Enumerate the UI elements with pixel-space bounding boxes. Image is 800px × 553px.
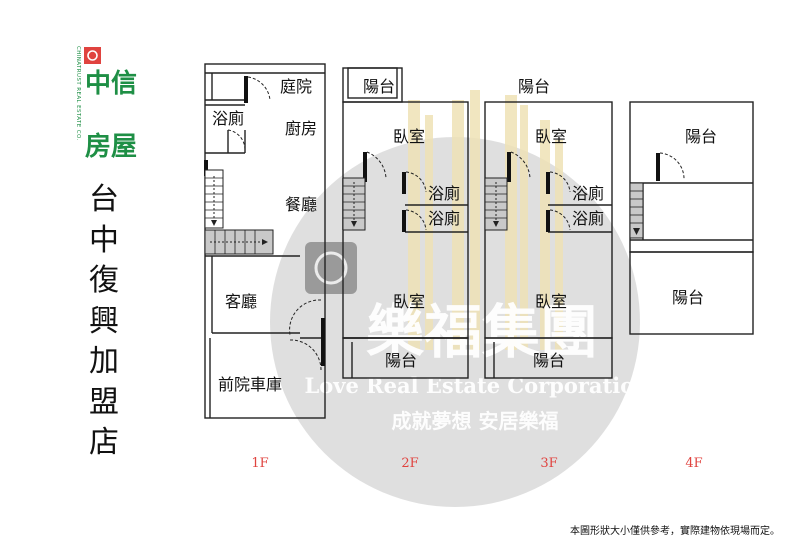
- f3-balcony-top-label: 陽台: [518, 77, 550, 96]
- watermark-chinese: 樂福集團: [366, 298, 598, 366]
- f4-balcony-top-label: 陽台: [685, 127, 717, 146]
- floor-labels: 1F 2F 3F 4F: [251, 456, 702, 471]
- store-char: 復: [89, 263, 119, 298]
- room-labels: 庭院 浴廁 廚房 餐廳 客廳 前院車庫 陽台 臥室 浴廁 浴廁 臥室 陽台 臥室…: [212, 77, 717, 394]
- brand-english: CHINATRUST REAL ESTATE CO.: [75, 46, 81, 141]
- stairs: [204, 169, 644, 255]
- brand-logo: 中信 房屋 CHINATRUST REAL ESTATE CO.: [75, 46, 137, 162]
- f4-balcony-bottom-label: 陽台: [672, 288, 704, 307]
- f1-courtyard-label: 庭院: [280, 77, 312, 96]
- door-swings: [227, 76, 685, 371]
- thick-walls: [204, 76, 660, 366]
- f1-stair-horizontal: [204, 229, 274, 255]
- store-char: 興: [89, 303, 119, 339]
- f2-bedroom-top-label: 臥室: [393, 127, 425, 146]
- f3-stair: [484, 177, 508, 231]
- store-char: 店: [89, 425, 119, 460]
- floor-label-4f: 4F: [685, 456, 702, 471]
- store-char: 加: [89, 344, 119, 379]
- brand-name-1: 中信: [85, 69, 137, 99]
- f3-bath1-label: 浴廁: [572, 184, 604, 203]
- f3-bedroom-bottom-label: 臥室: [535, 292, 567, 311]
- f1-living-label: 客廳: [225, 292, 257, 311]
- f3-balcony-bottom-label: 陽台: [533, 351, 565, 370]
- disclaimer-note: 本圖形狀大小僅供參考，實際建物依現場而定。: [570, 526, 780, 537]
- store-name: 台 中 復 興 加 盟 店: [80, 180, 128, 464]
- f2-balcony-bottom-label: 陽台: [385, 351, 417, 370]
- watermark-english: Love Real Estate Corporation: [305, 373, 650, 398]
- f2-balcony-top-label: 陽台: [363, 77, 395, 96]
- brand-mark-icon: [84, 47, 101, 64]
- f4-stair: [629, 182, 644, 239]
- floor-label-1f: 1F: [251, 456, 268, 471]
- f2-bath1-label: 浴廁: [428, 184, 460, 203]
- store-char: 台: [89, 182, 119, 217]
- store-char: 中: [89, 222, 119, 258]
- f2-bath2-label: 浴廁: [428, 209, 460, 228]
- f2-bedroom-bottom-label: 臥室: [393, 292, 425, 311]
- watermark-slogan: 成就夢想 安居樂福: [392, 409, 559, 433]
- watermark-badge: [305, 242, 357, 294]
- f1-dining-label: 餐廳: [285, 195, 317, 214]
- f2-stair: [342, 177, 366, 231]
- f1-kitchen-label: 廚房: [285, 119, 317, 138]
- watermark: 樂福集團 Love Real Estate Corporation 成就夢想 安…: [270, 90, 649, 507]
- f1-stair-vertical: [204, 169, 224, 229]
- floor-label-2f: 2F: [401, 456, 418, 471]
- f3-bath2-label: 浴廁: [572, 209, 604, 228]
- f1-bath-label: 浴廁: [212, 109, 244, 128]
- brand-name-2: 房屋: [85, 132, 137, 162]
- floor-label-3f: 3F: [540, 456, 557, 471]
- f3-bedroom-top-label: 臥室: [535, 127, 567, 146]
- f1-garage-label: 前院車庫: [218, 375, 282, 394]
- store-char: 盟: [89, 384, 119, 420]
